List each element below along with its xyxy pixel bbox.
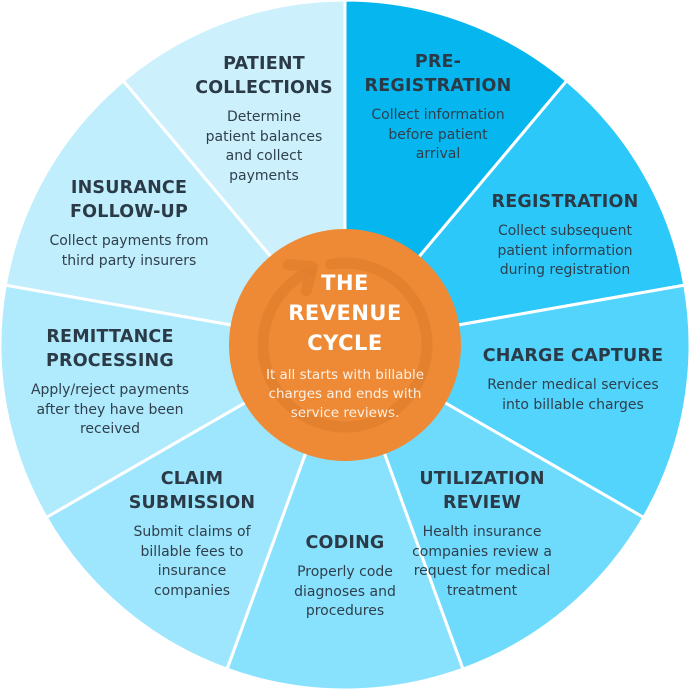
center-label: THE REVENUE CYCLE It all starts with bil… (245, 268, 445, 423)
segment-label-patient-collections: PATIENT COLLECTIONS Determine patient bal… (184, 52, 344, 186)
segment-description: Apply/reject payments after they have be… (30, 382, 190, 437)
segment-label-insurance-follow-up: INSURANCE FOLLOW-UP Collect payments from… (34, 176, 224, 271)
segment-description: Collect payments from third party insure… (49, 233, 209, 269)
segment-label-remittance-processing: REMITTANCE PROCESSING Apply/reject paymen… (15, 325, 205, 440)
segment-label-registration: REGISTRATION Collect subsequent patient i… (480, 190, 650, 281)
segment-label-claim-submission: CLAIM SUBMISSION Submit claims of billabl… (112, 467, 272, 601)
segment-label-utilization-review: UTILIZATION REVIEW Health insurance compa… (392, 467, 572, 601)
segment-title: PRE- REGISTRATION (364, 52, 512, 96)
center-title: THE REVENUE CYCLE (288, 271, 402, 355)
segment-title: PATIENT COLLECTIONS (195, 54, 333, 98)
segment-label-pre-registration: PRE- REGISTRATION Collect information bef… (348, 50, 528, 165)
center-description: It all starts with billable charges and … (265, 367, 425, 421)
segment-title: REGISTRATION (491, 192, 639, 212)
segment-title: INSURANCE FOLLOW-UP (69, 178, 188, 222)
segment-description: Health insurance companies review a requ… (412, 524, 552, 599)
segment-description: Determine patient balances and collect p… (205, 109, 323, 184)
segment-title: REMITTANCE PROCESSING (46, 327, 174, 371)
cycle-arrow-icon (257, 257, 433, 433)
segment-description: Collect information before patient arriv… (371, 107, 505, 162)
segment-description: Collect subsequent patient information d… (497, 223, 633, 278)
segment-title: CLAIM SUBMISSION (128, 469, 256, 513)
segment-title: CHARGE CAPTURE (482, 346, 664, 366)
segment-title: CODING (305, 533, 385, 553)
segment-title: UTILIZATION REVIEW (419, 469, 545, 513)
segment-description: Render medical services into billable ch… (487, 377, 659, 413)
segment-label-coding: CODING Properly code diagnoses and proced… (275, 531, 415, 622)
segment-label-charge-capture: CHARGE CAPTURE Render medical services in… (473, 344, 673, 415)
segment-description: Submit claims of billable fees to insura… (133, 524, 251, 599)
segment-coding (225, 340, 465, 690)
segment-description: Properly code diagnoses and procedures (294, 564, 396, 619)
